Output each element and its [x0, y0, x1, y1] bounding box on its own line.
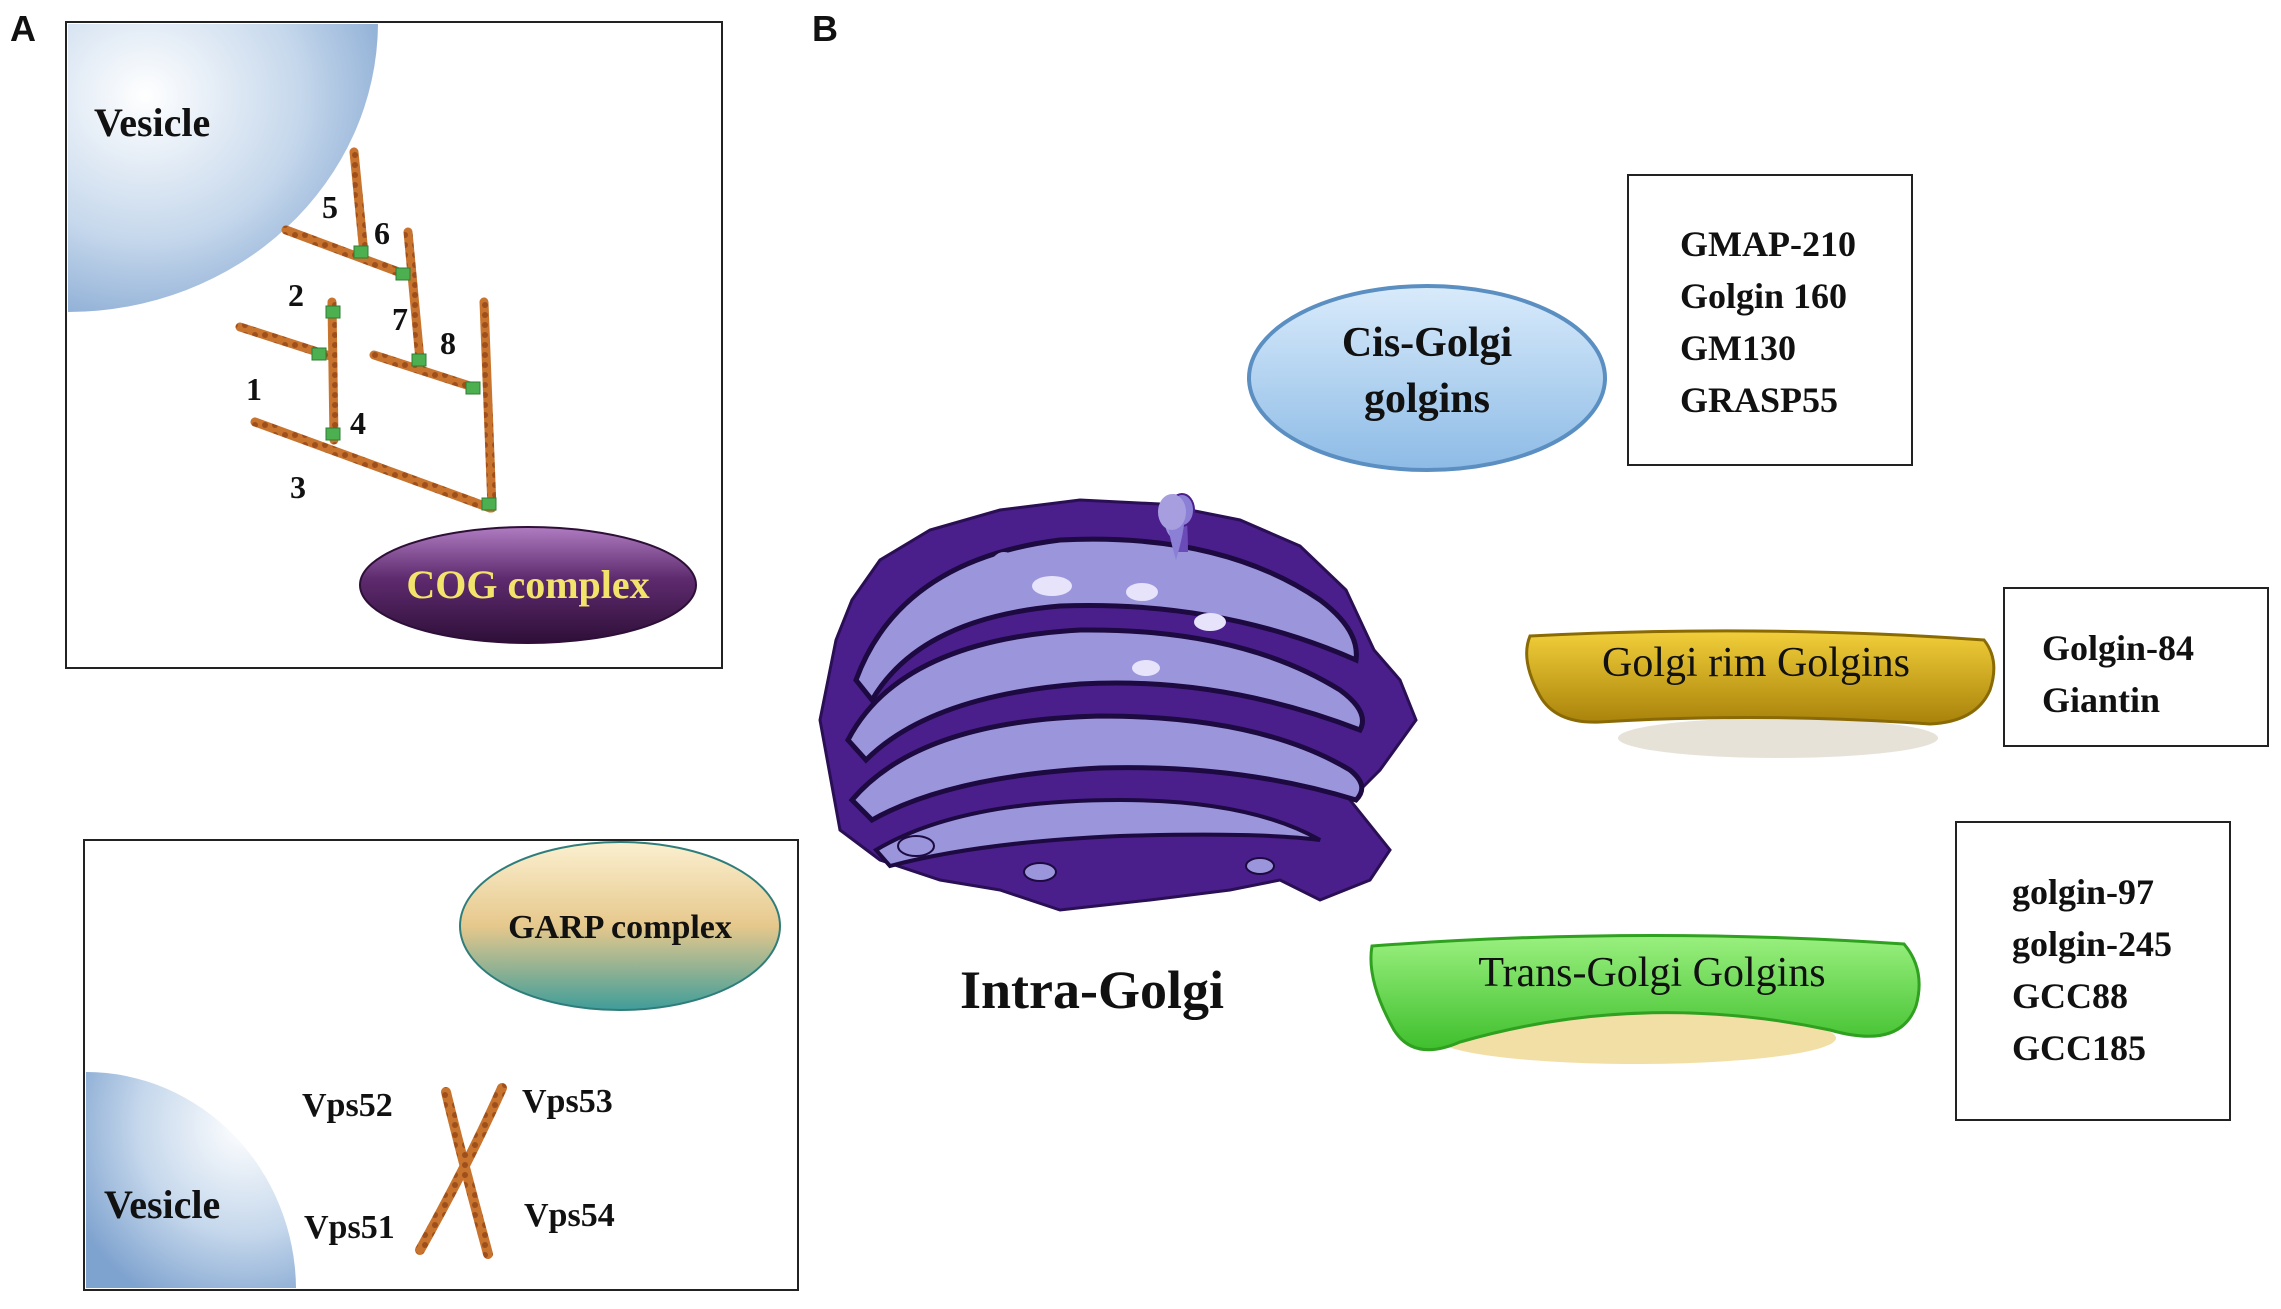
trans-member-1: golgin-97	[2012, 872, 2154, 912]
vps52-label: Vps52	[302, 1087, 393, 1124]
golgi-apparatus	[818, 493, 1418, 912]
garp-complex: GARP complex	[459, 841, 781, 1011]
garp-subunit-labels: Vps52 Vps53 Vps51 Vps54	[302, 1083, 615, 1246]
trans-member-3: GCC88	[2012, 976, 2128, 1016]
panel-letter-b: B	[812, 8, 838, 49]
vps51-label: Vps51	[304, 1209, 395, 1246]
cis-member-2: Golgin 160	[1680, 276, 1847, 316]
rim-member-1: Golgin-84	[2042, 628, 2194, 668]
cis-golgi-label-line1: Cis-Golgi	[1342, 320, 1513, 366]
cis-golgi-label-line2: golgins	[1364, 376, 1490, 422]
rim-member-2: Giantin	[2042, 680, 2160, 720]
golgi-rim-member-box	[2003, 587, 2269, 747]
cis-golgi-member-box	[1627, 174, 1913, 466]
trans-golgi-member-box	[1955, 821, 2231, 1121]
vesicle-label-bottom: Vesicle	[104, 1182, 220, 1227]
golgi-rim-group: Golgi rim Golgins Golgin-84 Giantin	[1525, 587, 2269, 758]
vesicle-bottom: Vesicle	[86, 1072, 296, 1288]
trans-golgi-group: Trans-Golgi Golgins golgin-97 golgin-245…	[1369, 821, 2231, 1121]
panel-letter-a: A	[10, 8, 36, 49]
vesicle-top: Vesicle	[68, 24, 378, 312]
cis-member-1: GMAP-210	[1680, 224, 1856, 264]
intra-golgi-label: Intra-Golgi	[960, 960, 1224, 1020]
trans-member-4: GCC185	[2012, 1028, 2146, 1068]
vesicle-label-top: Vesicle	[94, 100, 210, 145]
garp-tethers	[415, 1083, 507, 1259]
cog-complex: COG complex	[359, 526, 697, 644]
cog-label-1: 1	[246, 371, 262, 407]
cog-label-5: 5	[322, 189, 338, 225]
vps54-label: Vps54	[524, 1197, 615, 1234]
trans-member-2: golgin-245	[2012, 924, 2172, 964]
trans-golgi-label: Trans-Golgi Golgins	[1478, 950, 1825, 996]
cog-label-7: 7	[392, 301, 408, 337]
cog-label-2: 2	[288, 277, 304, 313]
cog-joints	[311, 245, 497, 511]
golgi-rim-label: Golgi rim Golgins	[1602, 640, 1910, 686]
cog-label-6: 6	[374, 215, 390, 251]
garp-complex-label: GARP complex	[508, 909, 732, 946]
cis-golgi-group: Cis-Golgi golgins GMAP-210 Golgin 160 GM…	[1247, 174, 1913, 472]
cis-member-3: GM130	[1680, 328, 1796, 368]
cog-label-8: 8	[440, 325, 456, 361]
cog-tethers	[235, 147, 497, 513]
cog-subunit-labels: 1 2 3 4 5 6 7 8	[246, 189, 456, 505]
vps53-label: Vps53	[522, 1083, 613, 1120]
cis-member-4: GRASP55	[1680, 380, 1838, 420]
cog-label-4: 4	[350, 405, 366, 441]
cog-label-3: 3	[290, 469, 306, 505]
cog-complex-label: COG complex	[406, 562, 649, 607]
